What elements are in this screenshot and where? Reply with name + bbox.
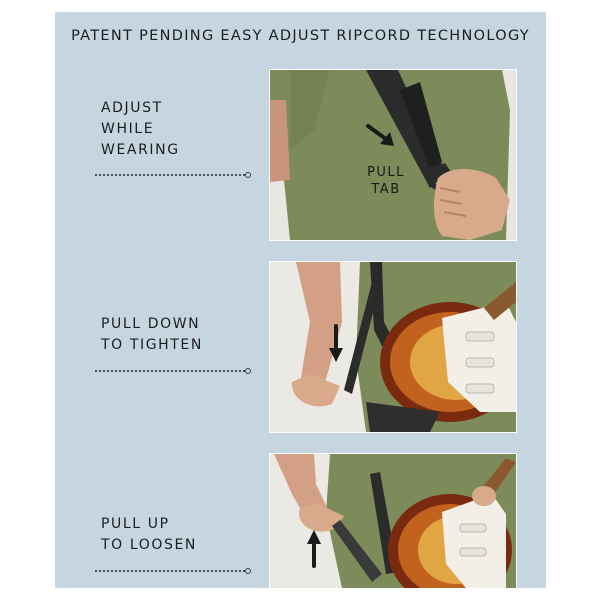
step-2-line-1: PULL DOWN [101, 316, 201, 332]
step-3-photo [269, 453, 517, 589]
pull-tab-caption: PULL TAB [356, 164, 416, 198]
step-2-photo [269, 261, 517, 433]
step-3-divider [95, 568, 251, 574]
step-1-divider [95, 172, 251, 178]
panel-title: PATENT PENDING EASY ADJUST RIPCORD TECHN… [71, 28, 530, 44]
step-3-line-2: TO LOOSEN [101, 537, 197, 553]
pull-tab-line-2: TAB [371, 182, 401, 197]
step-3-line-1: PULL UP [101, 516, 170, 532]
step-1-line-3: WEARING [101, 142, 180, 158]
diagonal-arrow-icon [366, 124, 394, 146]
step-2-divider [95, 368, 251, 374]
step-1-line-2: WHILE [101, 121, 155, 137]
up-arrow-icon [307, 530, 321, 568]
step-3-label: PULL UP TO LOOSEN [101, 514, 197, 556]
step-1-photo: PULL TAB [269, 69, 517, 241]
down-arrow-icon [329, 324, 343, 362]
instruction-panel: PATENT PENDING EASY ADJUST RIPCORD TECHN… [55, 12, 546, 589]
pull-tab-line-1: PULL [367, 165, 405, 180]
step-1-label: ADJUST WHILE WEARING [101, 98, 180, 161]
step-1-line-1: ADJUST [101, 100, 163, 116]
step-2-line-2: TO TIGHTEN [101, 337, 203, 353]
step-2-label: PULL DOWN TO TIGHTEN [101, 314, 203, 356]
